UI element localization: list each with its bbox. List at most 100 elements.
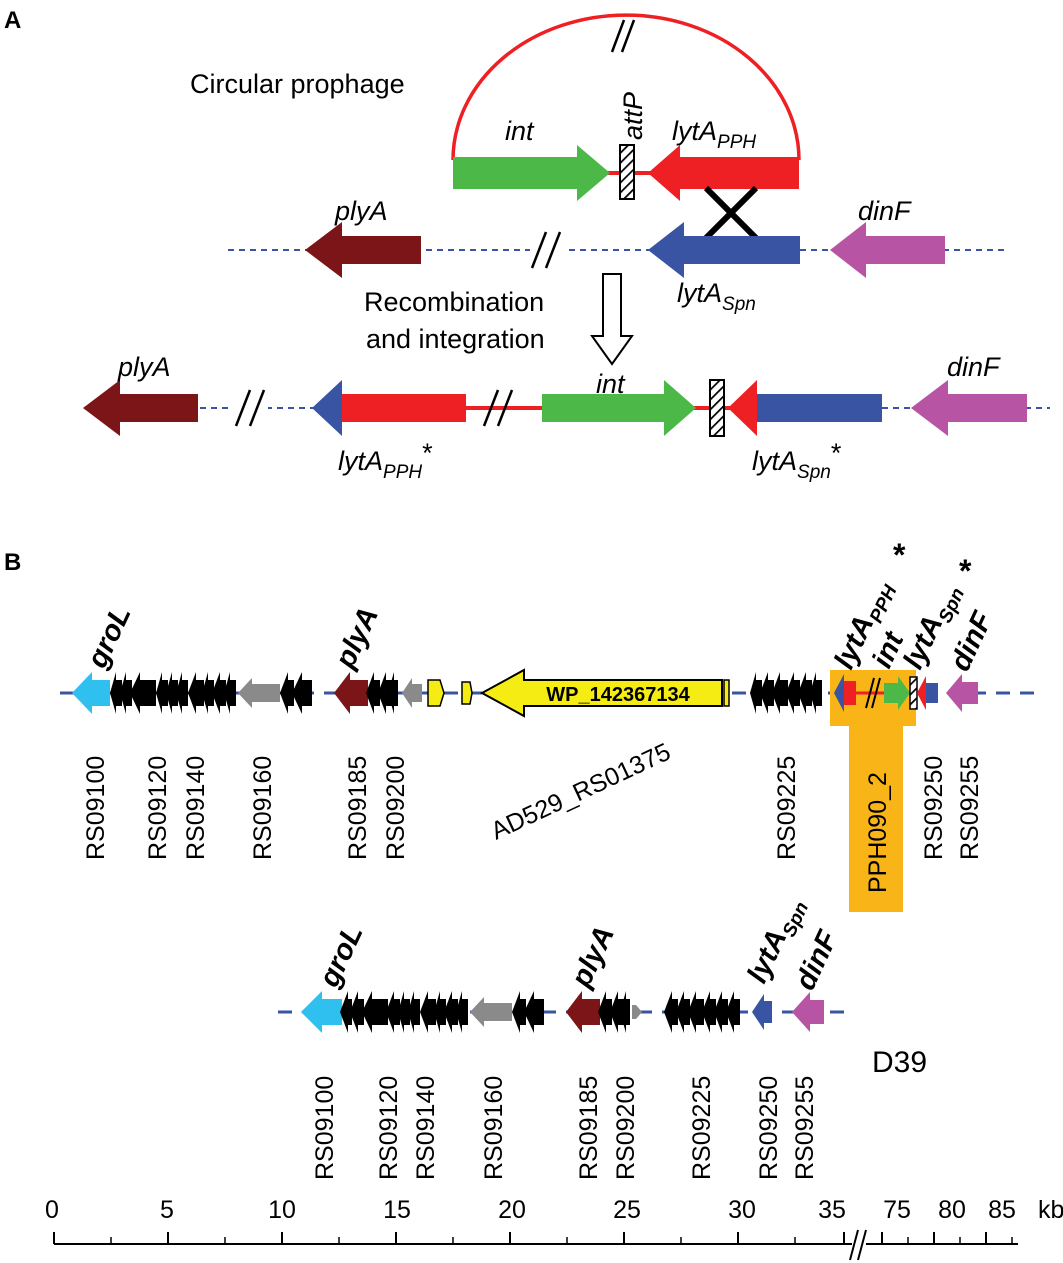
lytA-spn-hybrid-head: [728, 380, 757, 436]
chromosome-break-mark-2: [544, 231, 562, 269]
grey-gene-arrow-2: [402, 678, 422, 708]
int-integrated-label: int: [596, 369, 626, 399]
integrated-break-1-mark-2: [248, 389, 266, 427]
lytA-spn-hybrid-label: lytASpn*: [752, 438, 842, 483]
locus-top-label: RS09185: [344, 756, 372, 860]
locus-top-label: RS09250: [920, 756, 948, 860]
lytA-pph-hybrid-body: [342, 394, 466, 422]
groL-bottom-gene-arrow: [301, 991, 342, 1033]
dinF-label: dinF: [858, 196, 912, 226]
panel-b-label: B: [4, 549, 21, 576]
lytA-pph-hybrid-label: lytAPPH*: [338, 438, 433, 483]
grey-gene-arrow-bottom: [470, 997, 512, 1027]
int-top-gene-arrow: [884, 676, 910, 710]
scale-tick-label: 20: [498, 1196, 526, 1224]
circular-prophage-label: Circular prophage: [190, 69, 405, 99]
plyA-bottom-label: plyA: [565, 921, 621, 992]
scale-tick-label: 25: [613, 1196, 641, 1224]
long-locus-label: AD529_RS01375: [487, 738, 675, 846]
scale-tick-label: 15: [383, 1196, 411, 1224]
hypothetical-gene-cluster-7: [598, 991, 630, 1033]
locus-top-label: RS09200: [382, 756, 410, 860]
scale-tick-label: 0: [45, 1196, 59, 1224]
panel-a-label: A: [4, 7, 21, 34]
lytA-pph-hybrid-head: [312, 380, 342, 436]
scale-ticks: [53, 1232, 1013, 1244]
scale-tick-label: 85: [988, 1196, 1016, 1224]
groL-bottom-label: groL: [313, 920, 370, 993]
locus-bottom-label: RS09160: [480, 1076, 508, 1180]
dinF-integrated-arrow: [911, 380, 1027, 436]
recombination-label-line-1: Recombination: [364, 287, 544, 317]
scale-tick-label: 80: [938, 1196, 966, 1224]
int-gene-arrow: [453, 145, 610, 201]
hypothetical-gene-cluster-6: [512, 991, 544, 1033]
lytA-spn-label: lytASpn: [677, 278, 756, 315]
integrated-break-1-mark-1: [234, 389, 252, 427]
integrated-break-2-mark-1: [482, 389, 500, 427]
prophage-name-label: PPH090_2: [864, 772, 892, 893]
attP-site: [619, 144, 635, 200]
locus-top-label: RS09255: [956, 756, 984, 860]
scale-break-mark-2: [857, 1229, 867, 1261]
hypothetical-gene-cluster-1: [110, 672, 236, 714]
scale-tick-label: 35: [818, 1196, 846, 1224]
plyA-gene-arrow: [305, 222, 421, 278]
arc-break-mark-2: [620, 19, 636, 53]
strain-name-label: D39: [872, 1046, 927, 1079]
recombination-label-line-2: and integration: [366, 324, 545, 354]
dinF-top-gene-arrow: [946, 674, 978, 712]
locus-top-label: RS09100: [82, 756, 110, 860]
wp-gene-label: WP_142367134: [546, 684, 690, 706]
locus-top-label: RS09120: [144, 756, 172, 860]
scale-break-mark-1: [849, 1229, 859, 1261]
lytA-spn-star-head: [917, 676, 926, 710]
attB-site: [709, 379, 725, 437]
plyA-top-gene-arrow: [334, 672, 368, 714]
grey-gene-arrow-1: [238, 678, 280, 708]
hypothetical-gene-cluster-8: [664, 991, 740, 1033]
scale-unit-label: kb: [1038, 1196, 1063, 1224]
dinF-bottom-gene-arrow: [792, 992, 824, 1032]
groL-top-label: groL: [81, 601, 138, 674]
yellow-gene-small-1: [427, 679, 445, 707]
lytA-pph-star-label: *: [893, 537, 906, 573]
locus-bottom-label: RS09100: [311, 1076, 339, 1180]
plyA-integrated-label: plyA: [117, 352, 171, 382]
integrated-break-2-mark-2: [496, 389, 514, 427]
locus-bottom-label: RS09250: [755, 1076, 783, 1180]
locus-bottom-label: RS09255: [791, 1076, 819, 1180]
scale-bar: 0 5 10 15 20 25 30 35 75 80 85 kb: [45, 1196, 1063, 1261]
lytA-spn-gene-arrow: [648, 222, 800, 278]
plyA-top-label: plyA: [329, 602, 385, 673]
groL-gene-arrow: [72, 672, 110, 714]
lytA-pph-label: lytAPPH: [672, 116, 756, 153]
prophage-arc: [451, 13, 801, 161]
strain-bottom-locus-labels: RS09100 RS09120 RS09140 RS09160 RS09185 …: [311, 1076, 819, 1180]
arc-break-mark-1: [610, 19, 626, 53]
hypothetical-gene-cluster-3: [366, 672, 398, 714]
strain-top-locus-labels: RS09100 RS09120 RS09140 RS09160 RS09185 …: [82, 756, 984, 860]
lytA-spn-hybrid-body: [757, 394, 882, 422]
locus-bottom-label: RS09225: [688, 1076, 716, 1180]
locus-top-label: RS09140: [182, 756, 210, 860]
lytA-spn-bottom-gene-arrow: [752, 994, 772, 1030]
lytA-pph-gene-arrow: [648, 145, 799, 201]
lytA-pph-star-head: [834, 674, 844, 712]
prophage-break-mark-2: [871, 677, 881, 709]
int-label: int: [505, 116, 535, 146]
lytA-spn-star-label: *: [959, 553, 972, 589]
recombination-arrow-icon: [590, 273, 634, 366]
grey-gene-small-bottom: [632, 1005, 642, 1019]
lytA-spn-star-body: [926, 683, 938, 703]
attP-label: attP: [618, 92, 648, 140]
prophage-label-box: [849, 726, 903, 912]
scale-tick-label: 10: [268, 1196, 296, 1224]
scale-tick-label: 5: [160, 1196, 174, 1224]
hypothetical-gene-cluster-2: [280, 672, 312, 714]
dinF-integrated-label: dinF: [947, 352, 1001, 382]
yellow-gene-large: [479, 668, 723, 718]
chromosome-break-mark-1: [530, 231, 548, 269]
hypothetical-gene-cluster-4: [750, 672, 822, 714]
